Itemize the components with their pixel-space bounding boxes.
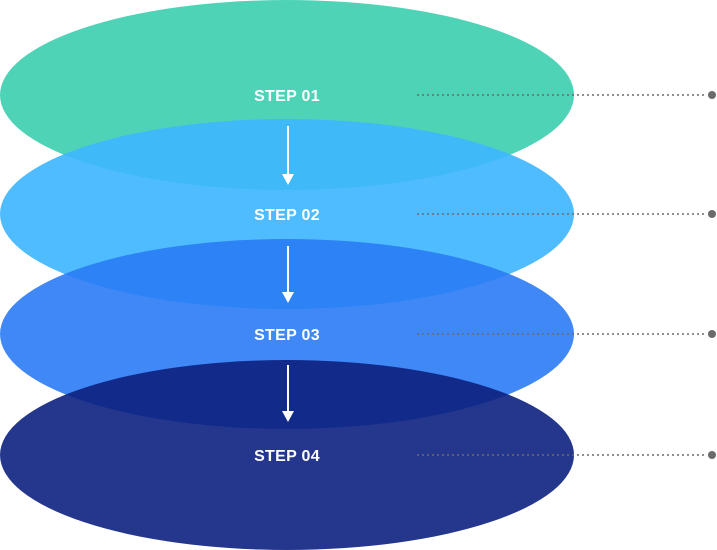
step-04-label: STEP 04 xyxy=(254,448,320,465)
step-01-label: STEP 01 xyxy=(254,88,320,105)
leader-dot-02 xyxy=(708,210,716,218)
step-02-label: STEP 02 xyxy=(254,207,320,224)
arrow-1-to-2 xyxy=(282,126,294,185)
arrow-2-to-3 xyxy=(282,246,294,303)
arrow-3-to-4 xyxy=(282,365,294,422)
leader-dot-01 xyxy=(708,91,716,99)
connector-arrows xyxy=(282,126,294,422)
leader-dot-03 xyxy=(708,330,716,338)
leader-line-04 xyxy=(417,451,716,459)
leader-line-03 xyxy=(417,330,716,338)
step-04-layer xyxy=(0,360,574,550)
step-03-label: STEP 03 xyxy=(254,327,320,344)
step-04-ellipse xyxy=(0,360,574,550)
leader-line-01 xyxy=(417,91,716,99)
leader-lines xyxy=(417,91,716,459)
leader-dot-04 xyxy=(708,451,716,459)
leader-line-02 xyxy=(417,210,716,218)
